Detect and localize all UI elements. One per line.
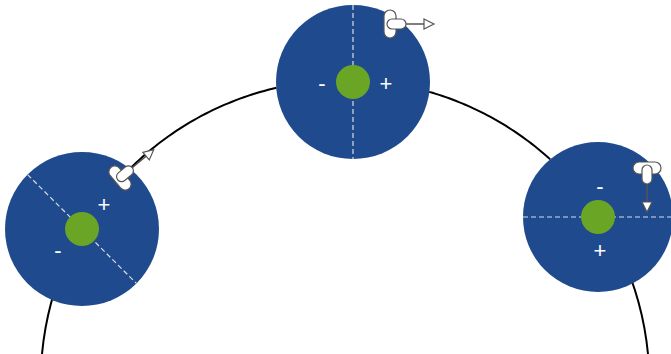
charge-sign: - [54, 240, 61, 262]
planet-body [5, 152, 159, 306]
charge-sign: + [98, 194, 111, 216]
planet-circle: -+ [523, 142, 671, 292]
planet-shape [276, 5, 430, 159]
planet-circle: -+ [276, 5, 430, 159]
orbit-arc [429, 92, 550, 160]
charge-sign: + [594, 240, 607, 262]
planet-shape [523, 142, 671, 292]
dividing-line [28, 175, 137, 284]
planet-core [65, 212, 99, 246]
planet-body [523, 142, 671, 292]
planet-core [336, 65, 370, 99]
planet-shape [5, 152, 159, 306]
planet-core [581, 200, 615, 234]
planet-circle: +- [5, 152, 159, 306]
charge-sign: - [596, 176, 603, 198]
orbit-arc [130, 88, 276, 169]
charge-sign: + [380, 73, 393, 95]
planet-body [276, 5, 430, 159]
charge-sign: - [318, 73, 325, 95]
